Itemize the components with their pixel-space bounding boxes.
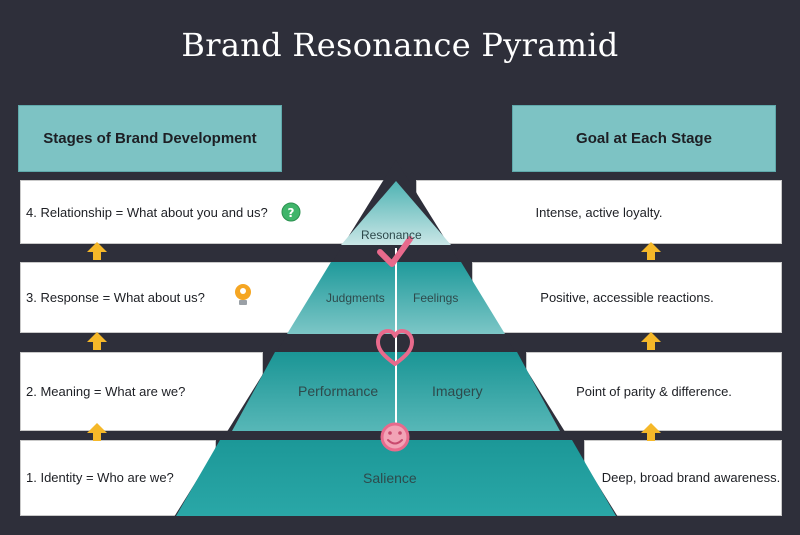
label-resonance: Resonance [361, 228, 422, 242]
goal-meaning: Point of parity & difference. [526, 352, 782, 431]
check-icon [377, 236, 413, 267]
tier-resonance [341, 181, 451, 245]
up-arrow-icon [641, 242, 661, 260]
goal-identity: Deep, broad brand awareness. [584, 440, 782, 516]
label-imagery: Imagery [432, 383, 483, 399]
label-salience: Salience [363, 470, 417, 486]
page-title: Brand Resonance Pyramid [181, 26, 619, 64]
goal-response: Positive, accessible reactions. [472, 262, 782, 333]
goals-header: Goal at Each Stage [512, 105, 776, 172]
label-judgments: Judgments [326, 291, 385, 305]
goal-label: Deep, broad brand awareness. [601, 470, 781, 485]
stage-label: 3. Response = What about us? [26, 290, 205, 305]
stages-header: Stages of Brand Development [18, 105, 282, 172]
up-arrow-icon [87, 332, 107, 350]
svg-text:?: ? [288, 206, 295, 220]
smiley-icon [380, 422, 410, 452]
question-icon: ? [281, 202, 301, 222]
stage-relationship: 4. Relationship = What about you and us? [20, 180, 404, 244]
heart-icon [376, 329, 414, 366]
goal-label: Intense, active loyalty. [535, 204, 663, 220]
up-arrow-icon [87, 242, 107, 260]
up-arrow-icon [641, 332, 661, 350]
up-arrow-icon [641, 423, 661, 441]
goal-relationship: Intense, active loyalty. [416, 180, 782, 244]
label-feelings: Feelings [413, 291, 459, 305]
stage-meaning: 2. Meaning = What are we? [20, 352, 263, 431]
stage-label: 2. Meaning = What are we? [26, 384, 186, 399]
label-performance: Performance [298, 383, 379, 399]
goal-label: Point of parity & difference. [576, 384, 732, 399]
goal-label: Positive, accessible reactions. [540, 290, 714, 305]
up-arrow-icon [87, 423, 107, 441]
tier-salience [176, 440, 616, 516]
stage-label: 4. Relationship = What about you and us? [26, 204, 268, 220]
stage-label: 1. Identity = Who are we? [26, 470, 174, 485]
lightbulb-icon [235, 284, 251, 305]
